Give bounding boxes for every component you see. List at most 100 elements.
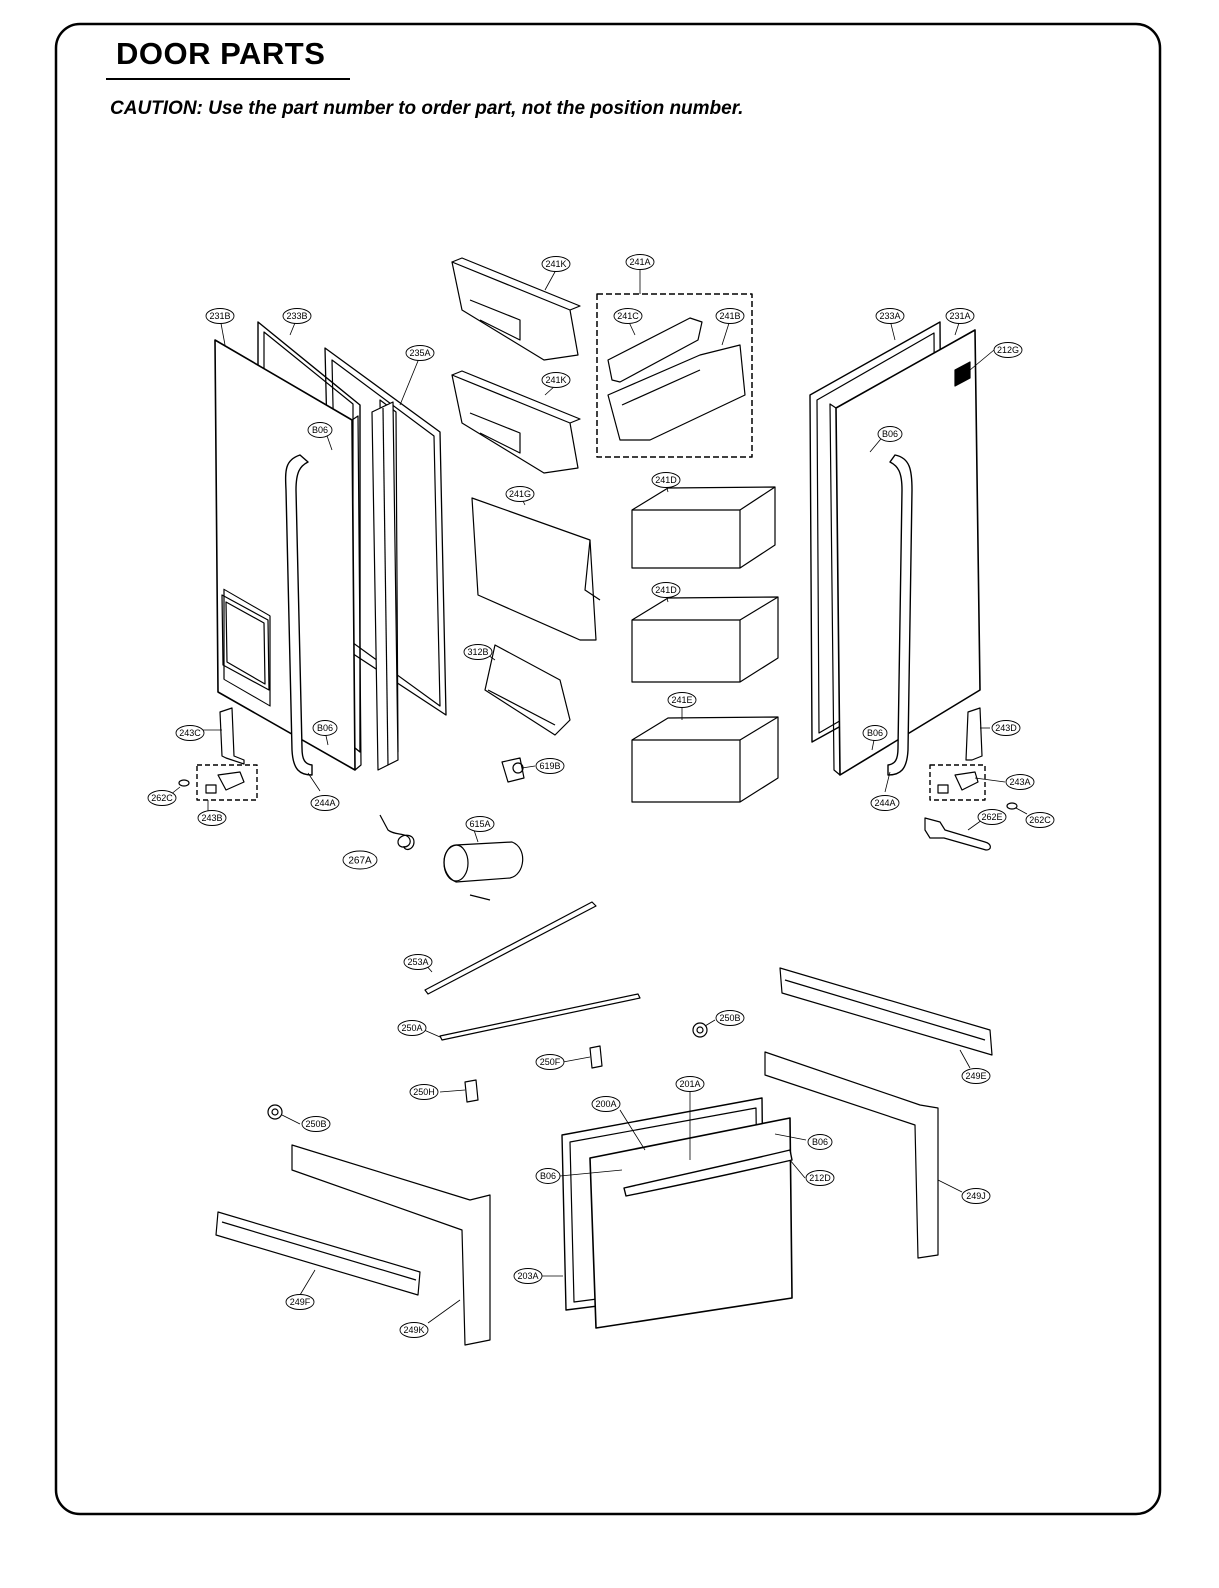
callout-243D: 243D (991, 720, 1021, 736)
callout-label: 241E (671, 695, 692, 705)
valve-619B (501, 757, 525, 783)
callout-label: 250A (401, 1023, 422, 1033)
callout-label: 250H (413, 1087, 435, 1097)
callout-label: 231A (949, 311, 970, 321)
door-bin-241D-2 (631, 596, 779, 683)
callout-B06: B06 (862, 725, 888, 741)
callout-label: 241D (655, 585, 677, 595)
gear-250B-right (692, 1022, 708, 1038)
callout-label: 249F (290, 1297, 311, 1307)
callout-label: 233B (286, 311, 307, 321)
hinge-bracket-243D (965, 707, 983, 761)
left-door-handle (284, 454, 313, 776)
door-bin-241G (471, 497, 601, 641)
callout-label: 250F (540, 1057, 561, 1067)
callout-label: 249K (403, 1325, 424, 1335)
ice-chute-312B (484, 644, 571, 736)
left-door-outer (214, 339, 362, 771)
callout-243B: 243B (197, 810, 227, 826)
callout-label: 249J (966, 1191, 986, 1201)
caution-note: CAUTION: Use the part number to order pa… (110, 98, 744, 119)
callout-253A: 253A (403, 954, 433, 970)
callout-241G: 241G (505, 486, 535, 502)
callout-312B: 312B (463, 644, 493, 660)
drawer-handle-212D (623, 1149, 793, 1197)
callout-249F: 249F (285, 1294, 315, 1310)
door-bin-241K-top (451, 257, 581, 361)
callout-B06: B06 (877, 426, 903, 442)
clip-250F (589, 1045, 603, 1069)
callout-label: 233A (879, 311, 900, 321)
callout-label: 243B (201, 813, 222, 823)
callout-label: 243A (1009, 777, 1030, 787)
bin-241B (607, 344, 746, 441)
callout-label: 615A (469, 819, 490, 829)
callout-B06: B06 (312, 720, 338, 736)
callout-label: 235A (409, 348, 430, 358)
bin-cover-241C (607, 317, 703, 383)
callout-label: 231B (209, 311, 230, 321)
callout-244A: 244A (310, 795, 340, 811)
callout-244A: 244A (870, 795, 900, 811)
callout-250F: 250F (535, 1054, 565, 1070)
callout-label: 267A (348, 856, 372, 867)
callout-249J: 249J (961, 1188, 991, 1204)
callout-262C: 262C (147, 790, 177, 806)
slide-rail-249F (215, 1211, 421, 1296)
callout-label: B06 (867, 728, 883, 738)
wrench-262E (924, 817, 991, 851)
callout-label: 262C (1029, 815, 1051, 825)
slide-bracket-249J (764, 1051, 939, 1259)
callout-label: B06 (540, 1171, 556, 1181)
callout-B06: B06 (307, 422, 333, 438)
callout-201A: 201A (675, 1076, 705, 1092)
callout-619B: 619B (535, 758, 565, 774)
callout-241B: 241B (715, 308, 745, 324)
callout-label: 201A (679, 1079, 700, 1089)
callout-233A: 233A (875, 308, 905, 324)
door-bin-241D-1 (631, 486, 776, 569)
callout-267A: 267A (342, 850, 378, 870)
callout-B06: B06 (535, 1168, 561, 1184)
callout-241D: 241D (651, 582, 681, 598)
callout-label: B06 (882, 429, 898, 439)
clip-250H (464, 1079, 479, 1103)
callout-212D: 212D (805, 1170, 835, 1186)
center-mullion-235A (371, 401, 399, 771)
callout-241A: 241A (625, 254, 655, 270)
callout-label: 250B (305, 1119, 326, 1129)
callout-200A: 200A (591, 1096, 621, 1112)
callout-label: B06 (812, 1137, 828, 1147)
callout-label: 241D (655, 475, 677, 485)
callout-label: 262E (981, 812, 1002, 822)
callout-label: 244A (874, 798, 895, 808)
callout-243C: 243C (175, 725, 205, 741)
callout-label: 249E (965, 1071, 986, 1081)
hinge-box-243A (929, 764, 986, 801)
washer-262C-left (178, 779, 190, 787)
callout-label: 241K (545, 375, 566, 385)
callout-235A: 235A (405, 345, 435, 361)
callout-249E: 249E (961, 1068, 991, 1084)
bin-assembly-box-241A (596, 293, 753, 458)
callout-label: B06 (317, 723, 333, 733)
gear-250B-left (267, 1104, 283, 1120)
callout-250H: 250H (409, 1084, 439, 1100)
callout-labels: 241K 241A 231B 233B 235A 241K 241C 241B … (147, 254, 1055, 1338)
right-door-handle (887, 454, 913, 776)
callout-label: 241K (545, 259, 566, 269)
motor-615A (443, 841, 524, 901)
callout-231A: 231A (945, 308, 975, 324)
callout-label: 200A (595, 1099, 616, 1109)
callout-label: 241C (617, 311, 639, 321)
callout-label: 262C (151, 793, 173, 803)
callout-label: B06 (312, 425, 328, 435)
callout-241K: 241K (541, 256, 571, 272)
callout-262E: 262E (977, 809, 1007, 825)
spring-267A (379, 814, 415, 851)
title-underline (106, 78, 350, 80)
hinge-box-243B (196, 764, 258, 801)
callout-243A: 243A (1005, 774, 1035, 790)
